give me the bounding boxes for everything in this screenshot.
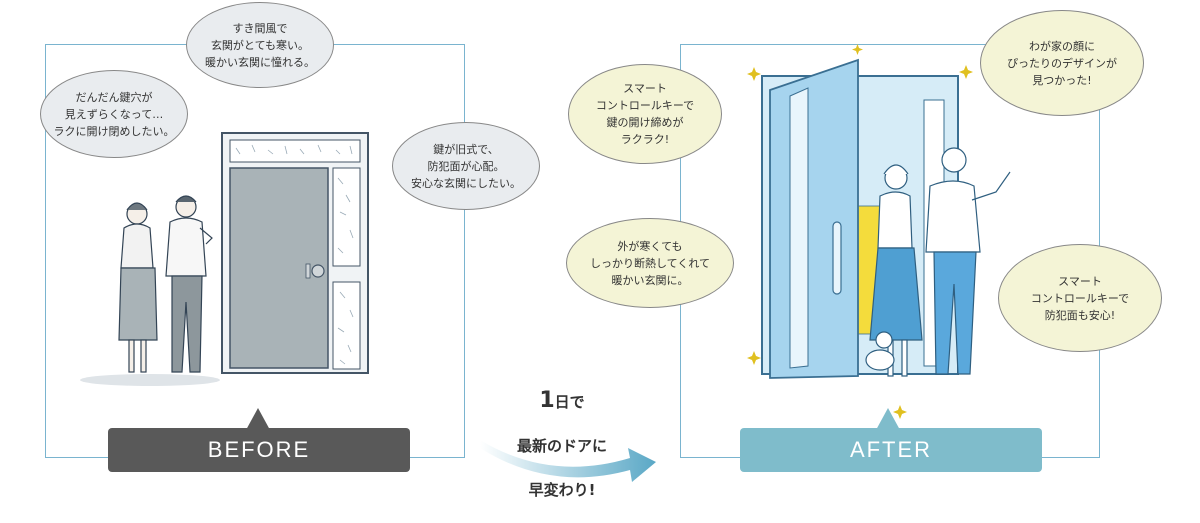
after-label-pointer <box>876 408 900 430</box>
center-line2: 最新のドアに <box>516 437 607 455</box>
center-day-suffix: 日で <box>554 393 585 411</box>
center-line1: 1日で <box>488 390 636 413</box>
after-label: AFTER <box>740 428 1042 472</box>
after-bubble-smart-key-security: スマート コントロールキーで 防犯面も安心! <box>998 244 1162 352</box>
after-bubble-smart-key-lock: スマート コントロールキーで 鍵の開け締めが ラクラク! <box>568 64 722 164</box>
before-door-illustration <box>80 132 369 386</box>
transition-arrow <box>480 440 656 482</box>
before-label: BEFORE <box>108 428 410 472</box>
before-label-pointer <box>246 408 270 430</box>
before-bubble-keyhole: だんだん鍵穴が 見えずらくなって… ラクに開け閉めしたい。 <box>40 70 188 158</box>
after-bubble-insulation: 外が寒くても しっかり断熱してくれて 暖かい玄関に。 <box>566 218 734 308</box>
after-door-illustration <box>747 44 1011 419</box>
before-bubble-security: 鍵が旧式で、 防犯面が心配。 安心な玄関にしたい。 <box>392 122 540 210</box>
center-day-number: 1 <box>539 388 555 413</box>
after-bubble-design: わが家の顔に ぴったりのデザインが 見つかった! <box>980 10 1144 116</box>
before-bubble-draft: すき間風で 玄関がとても寒い。 暖かい玄関に憧れる。 <box>186 2 334 88</box>
